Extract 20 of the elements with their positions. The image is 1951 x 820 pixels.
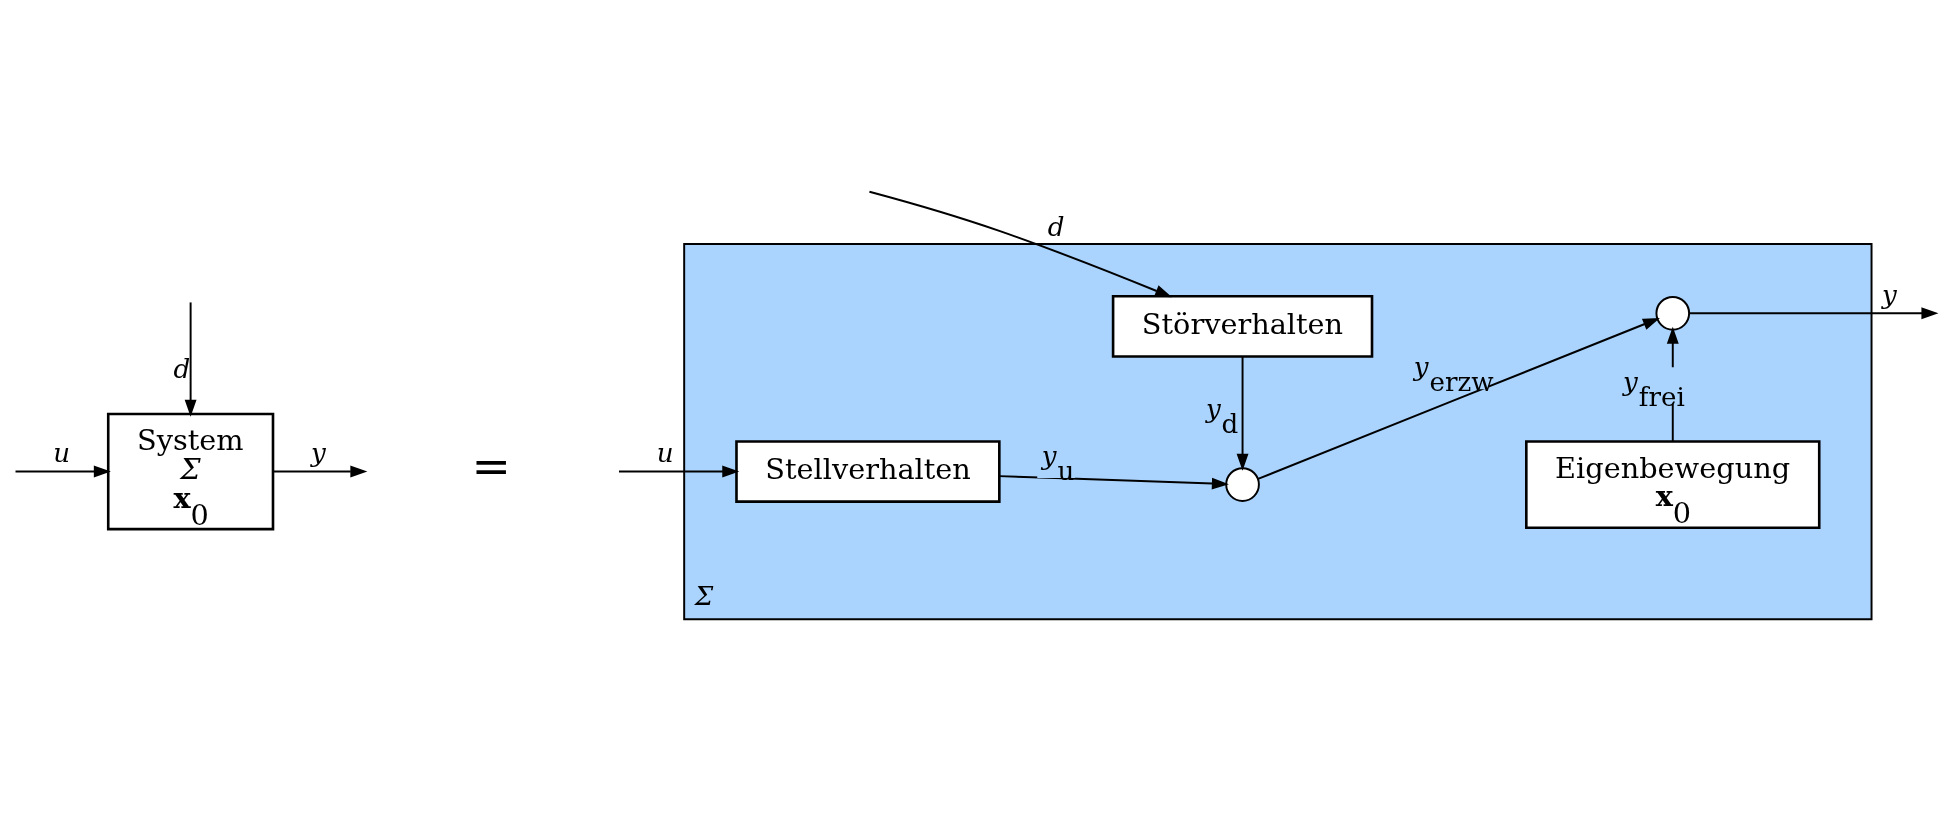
label: = — [471, 437, 511, 493]
node-box: Störverhalten — [1111, 294, 1374, 358]
arrow — [998, 474, 1229, 490]
arrow — [1688, 306, 1939, 319]
node-circle — [1655, 295, 1691, 331]
edge-label: y — [310, 437, 326, 468]
arrow — [1257, 317, 1660, 480]
arrow — [14, 465, 111, 477]
edge-label: y — [1882, 279, 1897, 310]
arrow — [618, 465, 740, 477]
node-box: Stellverhalten — [735, 439, 1001, 503]
edge-label: d — [1047, 211, 1065, 242]
edge-label: d — [173, 353, 191, 384]
edge-label: u — [53, 437, 71, 468]
arrow — [1236, 355, 1249, 471]
arrow — [868, 190, 1173, 297]
edge-label: u — [656, 437, 674, 468]
arrow — [184, 300, 197, 417]
arrow — [272, 465, 368, 477]
node-circle — [1225, 466, 1260, 502]
